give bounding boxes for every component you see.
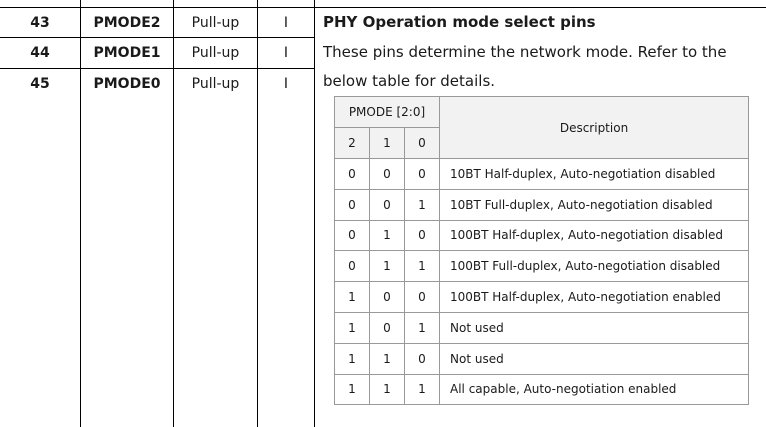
mode-description: Not used <box>439 311 749 344</box>
pin-number: 44 <box>30 45 50 61</box>
bit-cell: 0 <box>334 250 370 283</box>
pin-type: I <box>283 15 289 31</box>
column-divider <box>173 0 174 427</box>
bit-cell: 0 <box>404 219 440 252</box>
description-header: Description <box>439 96 749 159</box>
bit-cell: 1 <box>334 342 370 375</box>
column-divider <box>314 0 315 427</box>
bit-cell: 1 <box>404 250 440 283</box>
mode-description: 100BT Half-duplex, Auto-negotiation enab… <box>439 281 749 313</box>
table-row: 0 1 1 100BT Full-duplex, Auto-negotiatio… <box>334 250 749 283</box>
row-divider <box>0 37 314 38</box>
pin-name: PMODE0 <box>93 76 161 92</box>
mode-description: 100BT Full-duplex, Auto-negotiation disa… <box>439 250 749 283</box>
pin-type: I <box>283 45 289 61</box>
bit-cell: 1 <box>334 373 370 406</box>
pin-name: PMODE2 <box>93 15 161 31</box>
table-row: 0 1 0 100BT Half-duplex, Auto-negotiatio… <box>334 219 749 252</box>
mode-description: 10BT Full-duplex, Auto-negotiation disab… <box>439 188 749 221</box>
table-row: 0 0 0 10BT Half-duplex, Auto-negotiation… <box>334 158 749 190</box>
bit-cell: 0 <box>334 158 370 190</box>
bit-cell: 1 <box>334 281 370 313</box>
pin-number: 43 <box>30 15 50 31</box>
bit-cell: 1 <box>369 342 405 375</box>
row-divider <box>0 68 314 69</box>
row-divider <box>0 7 766 8</box>
bit-cell: 0 <box>404 342 440 375</box>
bit-cell: 0 <box>334 188 370 221</box>
bit-cell: 1 <box>369 373 405 406</box>
description-text: below table for details. <box>323 72 496 90</box>
bit-header: 1 <box>369 127 405 159</box>
pin-default: Pull-up <box>191 15 240 31</box>
bit-cell: 0 <box>369 188 405 221</box>
table-row: 1 1 1 All capable, Auto-negotiation enab… <box>334 373 749 406</box>
mode-description: 10BT Half-duplex, Auto-negotiation disab… <box>439 158 749 190</box>
table-row: 1 1 0 Not used <box>334 342 749 375</box>
bit-cell: 0 <box>404 158 440 190</box>
bit-cell: 1 <box>404 188 440 221</box>
table-row: 0 0 1 10BT Full-duplex, Auto-negotiation… <box>334 188 749 221</box>
column-divider <box>257 0 258 427</box>
pin-default: Pull-up <box>191 76 240 92</box>
pmode-table: PMODE [2:0] Description 2 1 0 0 0 0 10BT… <box>334 96 749 406</box>
table-row: 1 0 1 Not used <box>334 311 749 344</box>
mode-description: 100BT Half-duplex, Auto-negotiation disa… <box>439 219 749 252</box>
bit-cell: 0 <box>369 281 405 313</box>
bit-cell: 1 <box>404 373 440 406</box>
bit-header: 0 <box>404 127 440 159</box>
description-text: These pins determine the network mode. R… <box>323 43 727 61</box>
description-title: PHY Operation mode select pins <box>323 13 596 31</box>
bit-header: 2 <box>334 127 370 159</box>
mode-description: Not used <box>439 342 749 375</box>
table-row: 1 0 0 100BT Half-duplex, Auto-negotiatio… <box>334 281 749 313</box>
bit-cell: 1 <box>369 219 405 252</box>
column-divider <box>80 0 81 427</box>
bit-cell: 1 <box>404 311 440 344</box>
bit-cell: 1 <box>334 311 370 344</box>
pin-name: PMODE1 <box>93 45 161 61</box>
mode-description: All capable, Auto-negotiation enabled <box>439 373 749 406</box>
pin-number: 45 <box>30 76 50 92</box>
bit-cell: 0 <box>404 281 440 313</box>
bit-cell: 0 <box>334 219 370 252</box>
pmode-header: PMODE [2:0] <box>334 96 440 128</box>
bit-cell: 1 <box>369 250 405 283</box>
pin-type: I <box>283 76 289 92</box>
pin-default: Pull-up <box>191 45 240 61</box>
bit-cell: 0 <box>369 158 405 190</box>
bit-cell: 0 <box>369 311 405 344</box>
